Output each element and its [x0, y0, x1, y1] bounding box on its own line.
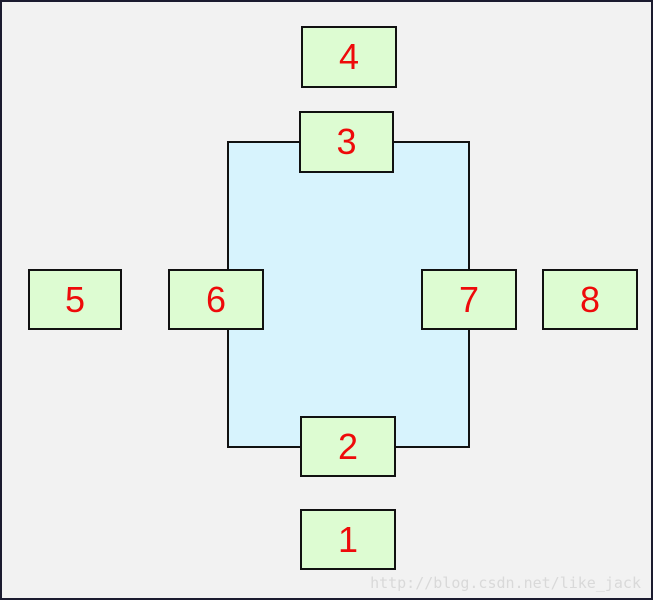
box-2: 2	[300, 416, 396, 477]
box-7: 7	[421, 269, 517, 330]
box-1-label: 1	[337, 518, 359, 560]
box-1: 1	[300, 509, 396, 570]
box-3: 3	[299, 111, 394, 173]
box-8: 8	[542, 269, 638, 330]
box-4: 4	[301, 26, 397, 88]
box-3-label: 3	[336, 121, 357, 162]
box-7-label: 7	[458, 278, 480, 320]
box-2-label: 2	[337, 425, 359, 467]
box-6: 6	[168, 269, 264, 330]
box-4-label: 4	[338, 36, 360, 77]
box-8-label: 8	[579, 278, 601, 320]
box-5-label: 5	[64, 278, 86, 320]
box-5: 5	[28, 269, 122, 330]
box-6-label: 6	[205, 278, 227, 320]
watermark-text: http://blog.csdn.net/like_jack	[370, 574, 641, 592]
